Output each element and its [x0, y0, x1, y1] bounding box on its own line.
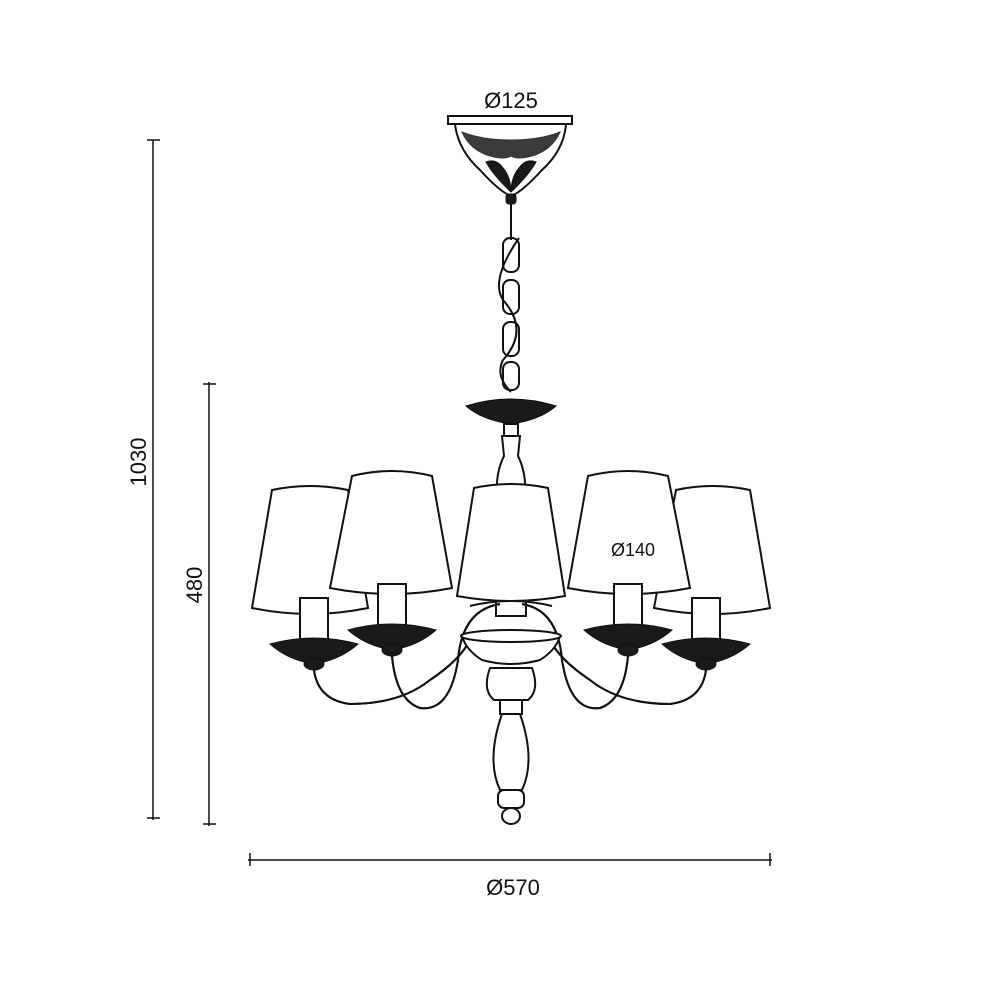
lamp-shade-right [566, 470, 692, 595]
central-body [460, 629, 562, 825]
shade-diameter-label: Ø140 [611, 540, 655, 560]
total-height-label: 1030 [126, 438, 151, 487]
lamp-shade-center [455, 483, 567, 602]
suspension-chain [498, 204, 520, 393]
body-height-label: 480 [182, 567, 207, 604]
upper-collar [464, 398, 558, 437]
width-dimension-570: Ø570 [248, 853, 772, 900]
chandelier-arms [313, 600, 707, 710]
total-diameter-label: Ø570 [486, 875, 540, 900]
ceiling-canopy [447, 115, 573, 205]
lamp-shade-left [328, 470, 454, 595]
drip-cups [268, 623, 752, 671]
canopy-dimension-125: Ø125 [455, 88, 568, 117]
height-dimension-480: 480 [182, 382, 216, 826]
height-dimension-1030: 1030 [126, 139, 160, 820]
canopy-diameter-label: Ø125 [484, 88, 538, 113]
